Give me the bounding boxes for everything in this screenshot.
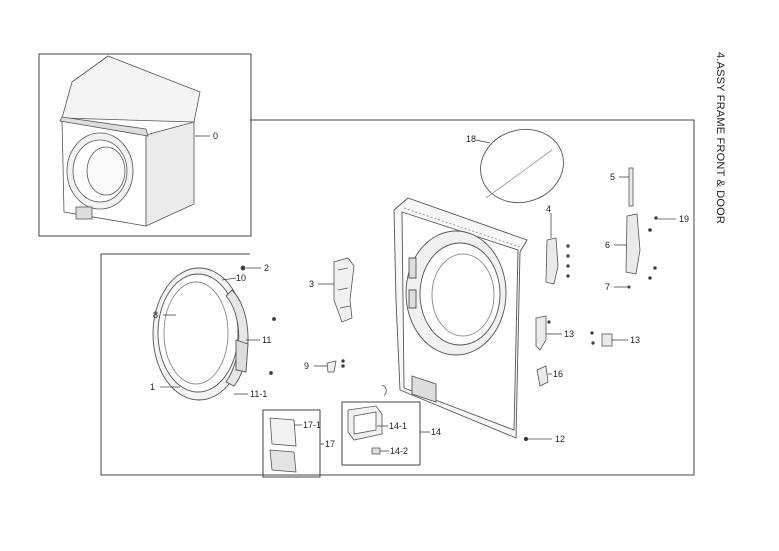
label-0: 0 xyxy=(213,131,218,141)
label-5: 5 xyxy=(610,172,615,182)
label-11: 11 xyxy=(262,335,271,345)
part-6-bracket xyxy=(625,213,658,289)
diagram-title: 4.ASSY FRAME FRONT & DOOR xyxy=(714,52,726,225)
label-6: 6 xyxy=(605,240,610,250)
label-14-2: 14-2 xyxy=(390,446,408,456)
label-3: 3 xyxy=(309,279,314,289)
door-assembly xyxy=(152,265,276,401)
part-18-cover xyxy=(480,128,564,204)
part-4-latch xyxy=(545,237,570,285)
label-10: 10 xyxy=(236,273,246,283)
overview-box xyxy=(38,53,252,237)
label-18: 18 xyxy=(466,134,476,144)
part-13-switch-b xyxy=(590,331,613,347)
part-clip xyxy=(381,385,387,397)
hinge-bracket xyxy=(333,257,355,323)
kit-box-17 xyxy=(262,409,321,478)
label-13-b: 13 xyxy=(630,335,640,345)
part-9-bracket xyxy=(326,359,345,373)
kit-box-14 xyxy=(341,401,421,466)
label-9: 9 xyxy=(304,361,309,371)
label-12: 12 xyxy=(555,434,565,444)
part-14-1-housing xyxy=(347,405,383,441)
part-5-rod xyxy=(628,167,634,207)
part-12-pin xyxy=(524,437,528,441)
part-13-switch-a xyxy=(535,315,551,351)
label-11-1: 11-1 xyxy=(250,389,267,399)
label-13-a: 13 xyxy=(564,329,574,339)
washer-overview xyxy=(59,55,201,227)
label-1: 1 xyxy=(150,382,155,392)
label-2: 2 xyxy=(264,263,269,273)
part-16-hook xyxy=(536,365,549,387)
part-14-2-knob xyxy=(371,447,381,455)
label-8: 8 xyxy=(153,310,158,320)
label-7: 7 xyxy=(605,282,610,292)
label-17-1: 17-1 xyxy=(303,420,321,430)
label-19: 19 xyxy=(679,214,689,224)
door-hinge xyxy=(235,339,249,373)
filter-cover-opening xyxy=(411,375,437,403)
main-frame-box xyxy=(100,119,695,476)
label-17: 17 xyxy=(325,439,335,449)
screw-2 xyxy=(240,265,246,271)
label-14-1: 14-1 xyxy=(389,421,407,431)
label-14: 14 xyxy=(431,427,441,437)
label-16: 16 xyxy=(553,369,563,379)
label-4: 4 xyxy=(546,204,551,214)
part-17-1-cap xyxy=(269,417,297,473)
frame-front xyxy=(393,197,528,439)
